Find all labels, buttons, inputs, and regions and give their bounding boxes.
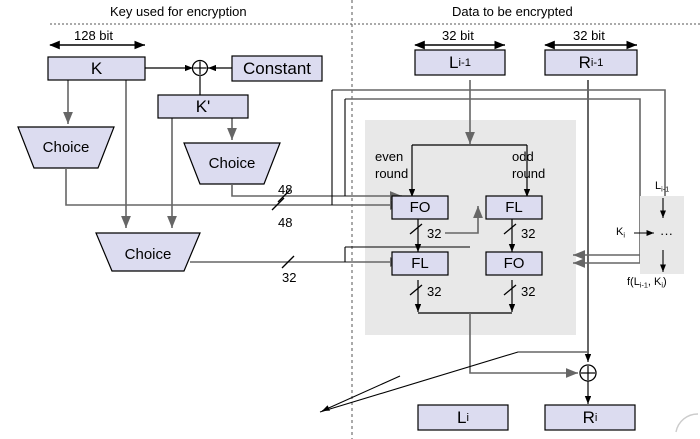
legend-key-label: Ki xyxy=(616,226,625,239)
choice-left-shape xyxy=(17,126,115,169)
choice-bottom-shape xyxy=(95,232,201,272)
r-width-label: 32 bit xyxy=(573,28,605,43)
kprime-box-shape xyxy=(157,94,249,119)
l-output-shape xyxy=(417,404,509,431)
bus-label-32-fl-odd: 32 xyxy=(521,226,536,241)
bus-label-32-fl-even: 32 xyxy=(427,284,442,299)
cross-link-even-to-odd xyxy=(445,205,483,234)
legend-input-base: L xyxy=(655,180,662,192)
legend-input-label: Li-1 xyxy=(655,180,669,193)
r-input-shape xyxy=(544,49,638,76)
fo-even-shape xyxy=(391,195,449,220)
legend-key-sub: i xyxy=(623,230,625,240)
round-panel xyxy=(365,120,576,335)
k-box-shape xyxy=(47,56,146,81)
fl-even-shape xyxy=(391,251,449,276)
legend-input-sub: i-1 xyxy=(661,184,670,194)
l-input-shape xyxy=(414,49,506,76)
even-round-line1: even xyxy=(375,149,404,164)
odd-round-line1: odd xyxy=(512,149,534,164)
legend-output-label: f(Li-1, Ki) xyxy=(627,276,667,289)
key-width-label: 128 bit xyxy=(74,28,114,43)
bus-label-48-upper: 48 xyxy=(278,182,293,197)
feedback-wire-inner xyxy=(345,98,641,268)
odd-round-label: odd round xyxy=(512,148,545,182)
legend-output-sub2: i xyxy=(661,280,663,290)
legend-output-prefix: f(L xyxy=(627,276,640,288)
even-round-label: even round xyxy=(375,148,408,182)
section-header-data: Data to be encrypted xyxy=(452,4,573,19)
legend-body-ellipsis: ··· xyxy=(660,226,673,241)
even-round-line2: round xyxy=(375,166,409,181)
section-header-key: Key used for encryption xyxy=(110,4,247,19)
feedback-wire-outer xyxy=(332,89,666,260)
legend-output-mid: , K xyxy=(647,276,662,288)
bus-48-upper xyxy=(65,168,403,210)
legend-output-sub1: i-1 xyxy=(639,280,648,290)
round-output-to-xor xyxy=(469,313,579,378)
choice-right-shape xyxy=(183,142,281,185)
constant-box-shape xyxy=(231,55,323,82)
r-output-shape xyxy=(544,404,636,431)
corner-arc-artifact xyxy=(675,413,699,433)
bus-label-32-fo-odd: 32 xyxy=(521,284,536,299)
odd-round-line2: round xyxy=(512,166,546,181)
legend-output-suffix: ) xyxy=(662,276,667,288)
legend-key-base: K xyxy=(616,226,624,238)
fo-odd-shape xyxy=(485,251,543,276)
fl-odd-shape xyxy=(485,195,543,220)
bus-label-32-left: 32 xyxy=(282,270,297,285)
l-bypass-arrow xyxy=(321,375,401,412)
bus-label-48-lower: 48 xyxy=(278,215,293,230)
bus-label-32-fo-even: 32 xyxy=(427,226,442,241)
l-width-label: 32 bit xyxy=(442,28,474,43)
